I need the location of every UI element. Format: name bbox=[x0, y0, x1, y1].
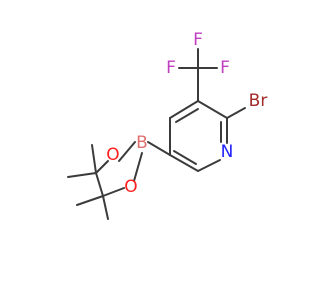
bond-ring-c6-c5-inner bbox=[173, 150, 197, 165]
bond-methyl-1 bbox=[91, 144, 97, 174]
bond-b-o-lower bbox=[133, 152, 143, 182]
bond-ring-c6-c5 bbox=[169, 154, 199, 172]
molecule-structure: F F F Br N B O O bbox=[67, 30, 268, 220]
boron-label: B bbox=[136, 133, 148, 153]
bond-ring-c2-br bbox=[226, 107, 246, 119]
nitrogen-label: N bbox=[221, 142, 234, 162]
bond-ring-n-c6 bbox=[197, 159, 221, 172]
oxygen-upper-label: O bbox=[106, 145, 119, 165]
bond-methyl-4 bbox=[102, 195, 109, 220]
bond-methyl-2 bbox=[67, 172, 97, 178]
bond-o-upper-c bbox=[95, 160, 109, 174]
fluorine-top-label: F bbox=[193, 30, 203, 50]
bond-b-o-upper bbox=[118, 141, 136, 162]
bond-ring-c4-c3 bbox=[169, 100, 199, 119]
fluorine-left-label: F bbox=[166, 58, 176, 78]
bond-ring-c4-c3-inner bbox=[175, 108, 199, 123]
bromine-label: Br bbox=[249, 91, 268, 111]
oxygen-lower-label: O bbox=[124, 177, 137, 197]
bond-ring-c5-b bbox=[147, 141, 171, 156]
bond-c-c-ring bbox=[95, 172, 104, 197]
bond-ring-c3-c2 bbox=[197, 100, 228, 119]
molecule-canvas: F F F Br N B O O bbox=[67, 30, 268, 220]
bond-methyl-3 bbox=[76, 195, 104, 206]
bond-o-lower-c bbox=[102, 187, 125, 197]
fluorine-right-label: F bbox=[220, 58, 230, 78]
